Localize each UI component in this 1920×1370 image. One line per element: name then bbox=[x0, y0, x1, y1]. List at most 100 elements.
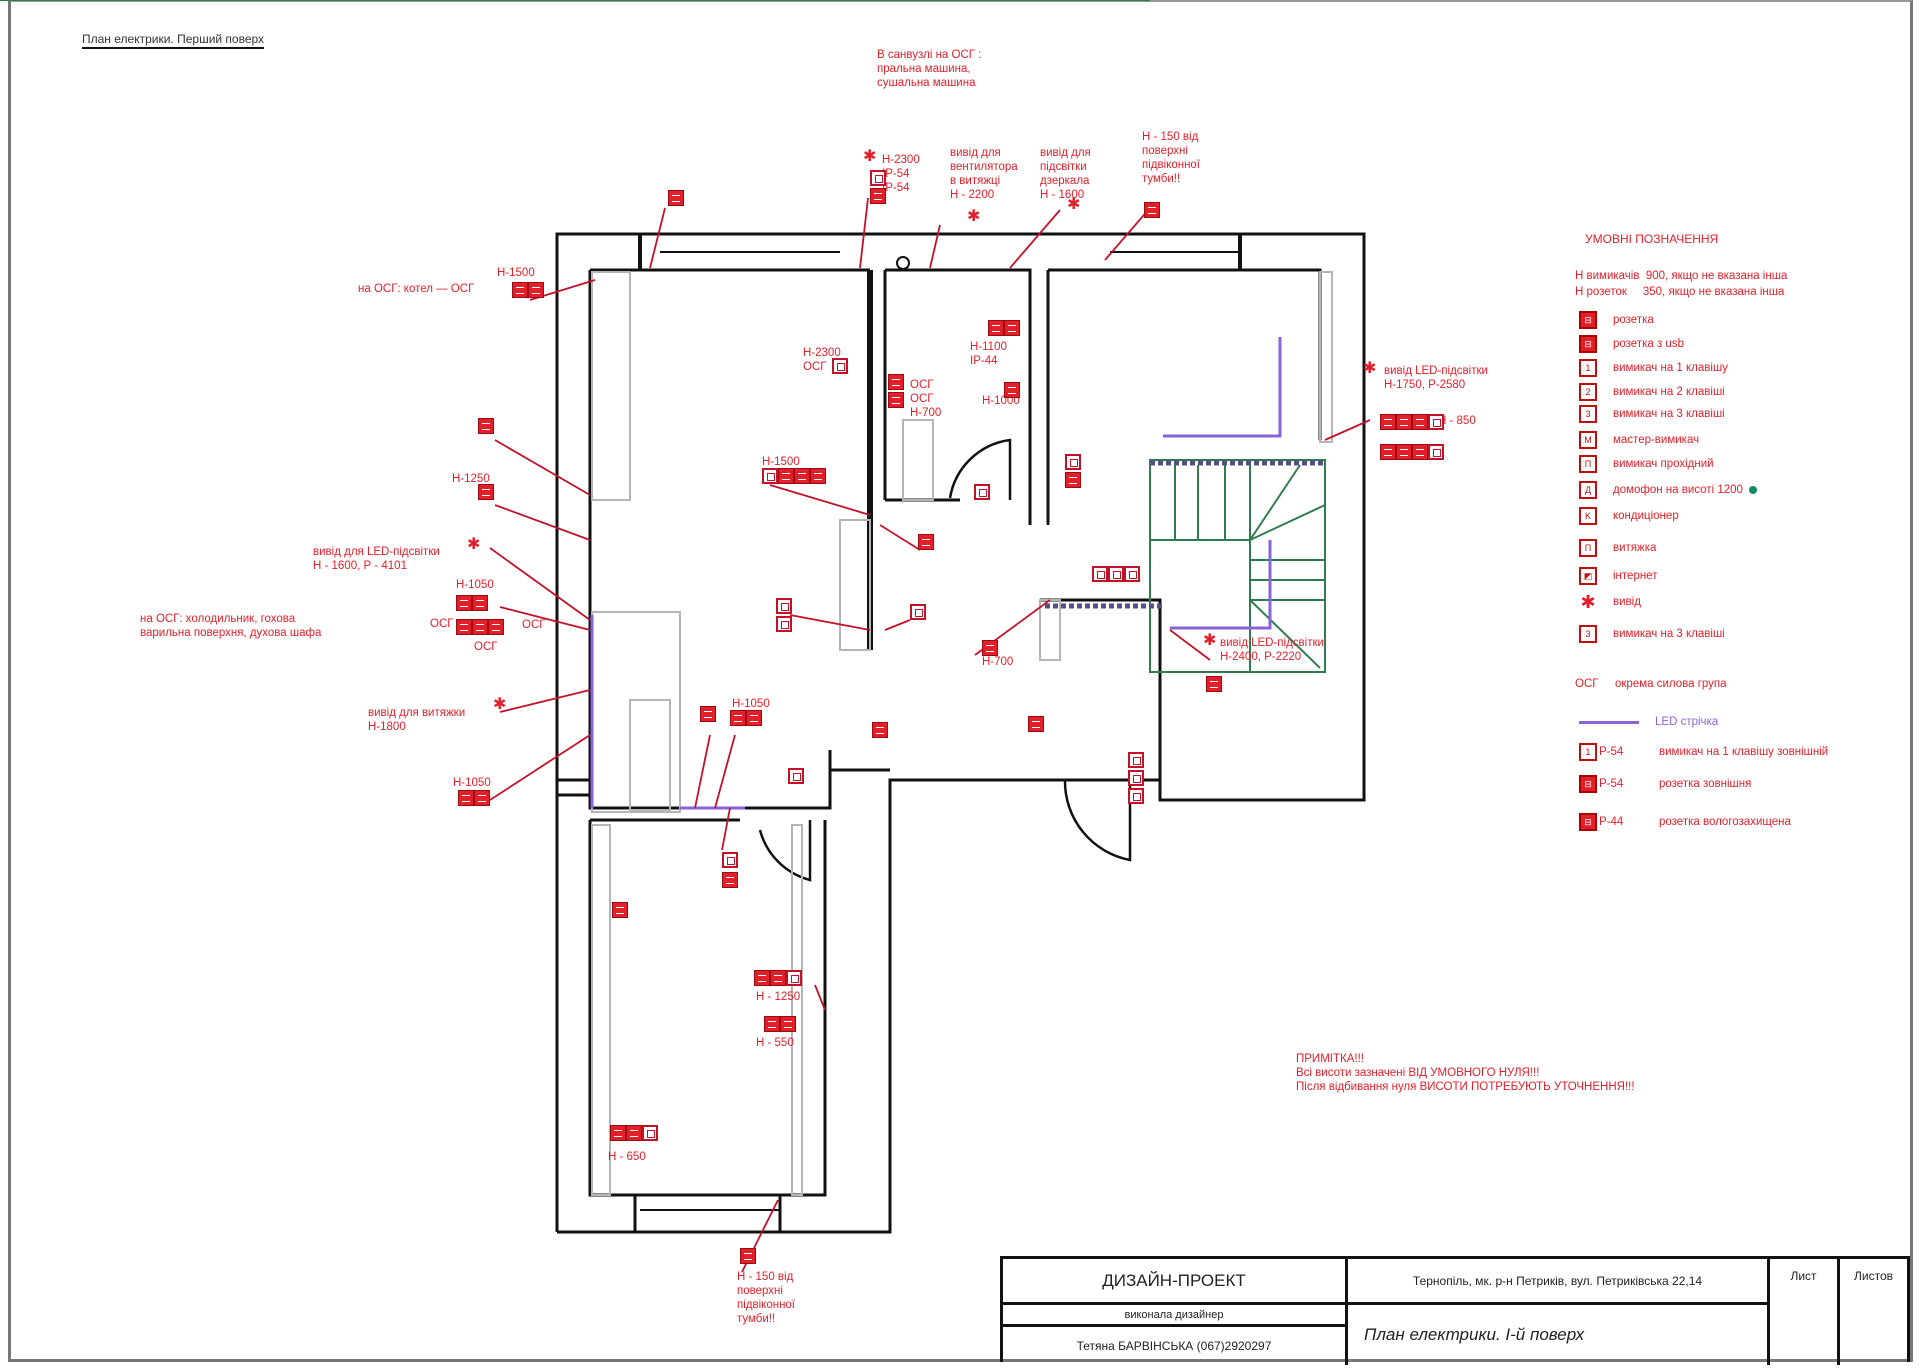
switch-icon bbox=[642, 1125, 658, 1141]
socket-icon bbox=[888, 392, 904, 408]
legend-item: ⊟розетка з usb bbox=[1575, 334, 1684, 354]
socket-icon bbox=[870, 188, 886, 204]
door-arc-entry bbox=[1063, 779, 1132, 862]
device-group bbox=[722, 872, 738, 888]
socket-icon bbox=[1380, 414, 1396, 430]
ip-code: Р-54 bbox=[1599, 778, 1624, 790]
label-h1050-c: Н-1050 bbox=[732, 698, 770, 710]
device-group bbox=[1128, 752, 1144, 768]
doors bbox=[758, 438, 1132, 882]
socket-icon bbox=[528, 282, 544, 298]
legend-led: LED стрічка bbox=[1575, 712, 1718, 732]
socket-icon bbox=[700, 706, 716, 722]
label-osg-right: ОСГ bbox=[522, 619, 546, 631]
legend-item-label: вимикач на 3 клавіші bbox=[1613, 408, 1725, 420]
device-group bbox=[668, 190, 684, 206]
outer-wall bbox=[555, 232, 1366, 1232]
socket-icon bbox=[918, 534, 934, 550]
socket-icon bbox=[1396, 414, 1412, 430]
led-strip-stairs bbox=[1170, 540, 1272, 630]
socket-icon bbox=[668, 190, 684, 206]
socket-icon bbox=[982, 640, 998, 656]
label-h700: Н-700 bbox=[982, 656, 1014, 668]
led-strip-living bbox=[1163, 337, 1282, 438]
socket-icon bbox=[474, 790, 490, 806]
ac-icon: K bbox=[1579, 507, 1597, 525]
device-group bbox=[478, 418, 494, 434]
switch-icon bbox=[910, 604, 926, 620]
switch-icon bbox=[1428, 414, 1444, 430]
socket-icon bbox=[1144, 202, 1160, 218]
switch-icon bbox=[776, 616, 792, 632]
outlet-point-icon: ✱ bbox=[493, 696, 507, 713]
legend-note-socket: Н розеток 350, якщо не вказана інша bbox=[1575, 286, 1785, 298]
outlet-point-icon: ✱ bbox=[467, 536, 481, 553]
stamp-sheet-label: Лист bbox=[1770, 1259, 1840, 1305]
sheet-title: План електрики. Перший поверх bbox=[82, 32, 265, 49]
legend-item: ⊟розетка bbox=[1575, 310, 1654, 330]
socket-icon bbox=[722, 872, 738, 888]
led-strip-icon bbox=[1579, 720, 1639, 724]
door-arc-hall bbox=[758, 820, 812, 882]
socket-icon bbox=[1396, 444, 1412, 460]
device-group bbox=[700, 706, 716, 722]
device-group bbox=[776, 616, 792, 632]
switch-icon bbox=[762, 468, 778, 484]
socket-icon bbox=[780, 1016, 796, 1032]
railing bbox=[1045, 460, 1325, 609]
switch-1-icon: 1 bbox=[1579, 359, 1597, 377]
socket-icon bbox=[472, 595, 488, 611]
socket-icon bbox=[770, 970, 786, 986]
socket-icon bbox=[456, 619, 472, 635]
outlet-point-icon: ✱ bbox=[863, 148, 877, 165]
socket-icon bbox=[626, 1125, 642, 1141]
legend-item-label: вивід bbox=[1613, 596, 1641, 608]
legend-item-label: розетка з usb bbox=[1613, 338, 1684, 350]
legend-item-label: витяжка bbox=[1613, 542, 1657, 554]
socket-icon bbox=[794, 468, 810, 484]
switch-3b-icon: 3 bbox=[1579, 625, 1597, 643]
device-group bbox=[870, 188, 886, 204]
legend-item: ◩інтернет bbox=[1575, 566, 1657, 586]
socket-icon bbox=[1028, 716, 1044, 732]
socket-icon bbox=[810, 468, 826, 484]
socket-icon bbox=[778, 468, 794, 484]
legend-osg: ОСГ окрема силова група bbox=[1575, 674, 1727, 694]
moisture-socket-icon: ⊟ bbox=[1579, 813, 1597, 831]
device-group bbox=[988, 320, 1020, 336]
master-switch-icon: M bbox=[1579, 431, 1597, 449]
socket-icon bbox=[1412, 414, 1428, 430]
device-group bbox=[1065, 454, 1081, 470]
switch-icon bbox=[1108, 566, 1124, 582]
device-group bbox=[456, 619, 504, 635]
switch-icon bbox=[776, 598, 792, 614]
device-group bbox=[730, 710, 762, 726]
label-h1000: Н-1000 bbox=[982, 395, 1020, 407]
socket-icon bbox=[746, 710, 762, 726]
label-h1500: Н-1500 bbox=[762, 456, 800, 468]
stamp-designer: Тетяна БАРВІНСЬКА (067)2920297 bbox=[1003, 1327, 1348, 1365]
socket-icon bbox=[730, 710, 746, 726]
legend-item-label: мастер-вимикач bbox=[1613, 434, 1700, 446]
device-group bbox=[776, 598, 792, 614]
socket-icon bbox=[1065, 472, 1081, 488]
device-group bbox=[612, 902, 628, 918]
label-h1250: Н-1250 bbox=[452, 473, 490, 485]
device-group bbox=[982, 640, 998, 656]
switch-icon bbox=[974, 484, 990, 500]
wiring-leaders bbox=[489, 197, 1371, 1273]
switch-icon bbox=[1092, 566, 1108, 582]
label-h650: Н - 650 bbox=[608, 1151, 646, 1163]
socket-icon bbox=[1412, 444, 1428, 460]
socket-icon bbox=[764, 1016, 780, 1032]
